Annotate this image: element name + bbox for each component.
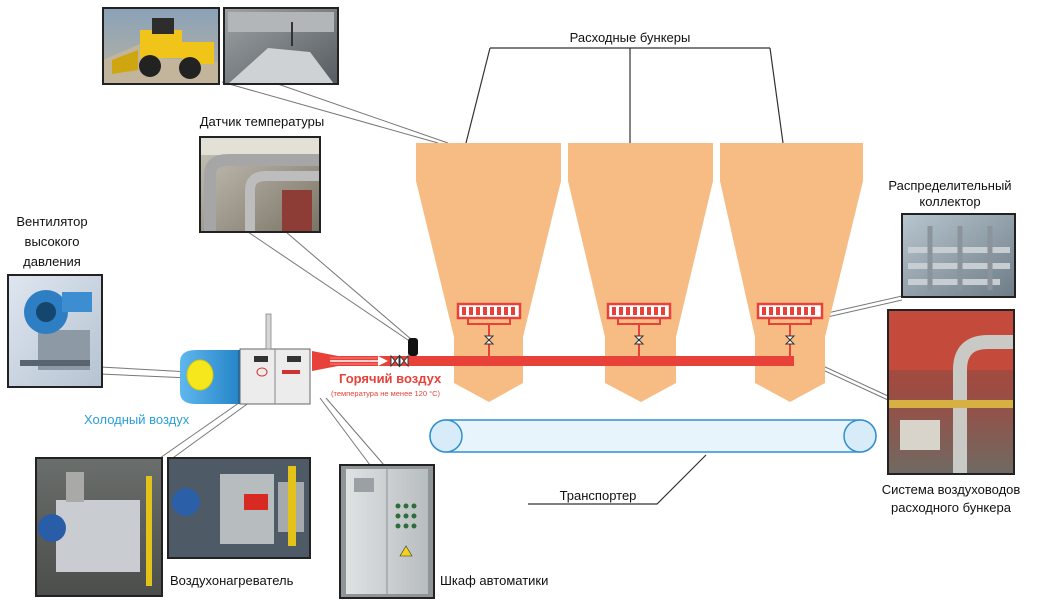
label-hot-air: Горячий воздух [339,371,442,386]
bunker-3-top [720,143,863,181]
collector-1-box [456,302,522,320]
fan-schematic [180,350,246,404]
label-bunkers: Расходные бункеры [570,30,691,45]
collector-3 [756,302,824,358]
duct-transition [312,351,338,371]
label-fan-line1: Вентилятор [16,214,87,229]
conveyor [429,419,877,453]
conveyor-pointer [528,454,707,505]
bunker-2-top [568,143,713,181]
hot-air-duct [312,338,794,371]
heater-schematic [239,313,311,405]
leader-photos-bunker-2 [271,81,449,144]
collector-1 [456,302,522,358]
collector-1-teeth [462,307,515,315]
leader-heater-2 [169,401,251,461]
bunker-1-outlet [454,337,523,402]
label-duct-system-line2: расходного бункера [891,500,1012,515]
leader-photos-bunker [221,81,439,144]
temp-sensor-photo [199,136,321,233]
fan-photo [7,274,103,388]
label-cabinet: Шкаф автоматики [440,573,548,588]
leader-fan-2 [99,373,191,379]
bunker-3-outlet [755,337,825,402]
conveyor-belt [429,419,877,453]
bunkers [416,143,863,402]
bunker-2 [568,143,713,402]
label-collector-line2: коллектор [919,194,980,209]
label-duct-system-line1: Система воздуховодов [882,482,1021,497]
riser-valves [483,335,796,345]
label-heater: Воздухонагреватель [170,573,294,588]
heater-chimney [265,313,272,350]
leader-temp-sensor-2 [285,231,413,341]
bunker-interior-photo [223,7,339,85]
main-duct-valve [390,354,400,368]
label-fan-line3: давления [23,254,81,269]
bunker-1 [416,143,561,402]
hot-air-arrow-head [378,356,388,366]
cabinet-photo [339,464,435,599]
collector-2-box [606,302,672,320]
label-hot-air-note: (температура не менее 120 °С) [331,389,441,398]
loader-photo [102,7,220,85]
label-collector-line1: Распределительный [888,178,1011,193]
label-cold-air: Холодный воздух [84,412,190,427]
leader-collector [822,295,903,315]
collector-2-teeth [612,307,665,315]
bunker-3-cone [720,181,863,337]
bunker-1-cone [416,181,561,337]
leader-temp-sensor [247,231,409,341]
bunker-1-top [416,143,561,181]
leader-collector-2 [822,299,903,319]
heater-photo-1 [35,457,163,597]
heater-photo-2 [167,457,311,559]
collector-2 [606,302,672,358]
bunker-3 [720,143,863,402]
leader-heater [159,397,247,459]
label-temp-sensor: Датчик температуры [200,114,324,129]
collector-3-teeth [762,307,815,315]
label-fan-line2: высокого [25,234,80,249]
leader-cabinet-2 [325,397,385,466]
conveyor-pulley-right [843,419,877,453]
collectors [456,302,824,358]
conveyor-pulley-left [429,419,463,453]
main-duct [414,356,794,366]
leader-cabinet [319,397,371,466]
bunker-2-cone [568,181,713,337]
label-conveyor: Транспортер [560,488,637,503]
bunker-2-outlet [605,337,676,402]
fan-inlet [186,359,214,391]
temperature-sensor [408,338,418,356]
collector-photo [901,213,1016,298]
leader-fan [99,366,191,373]
bunkers-bracket [465,47,784,144]
duct-system-photo [887,309,1015,475]
